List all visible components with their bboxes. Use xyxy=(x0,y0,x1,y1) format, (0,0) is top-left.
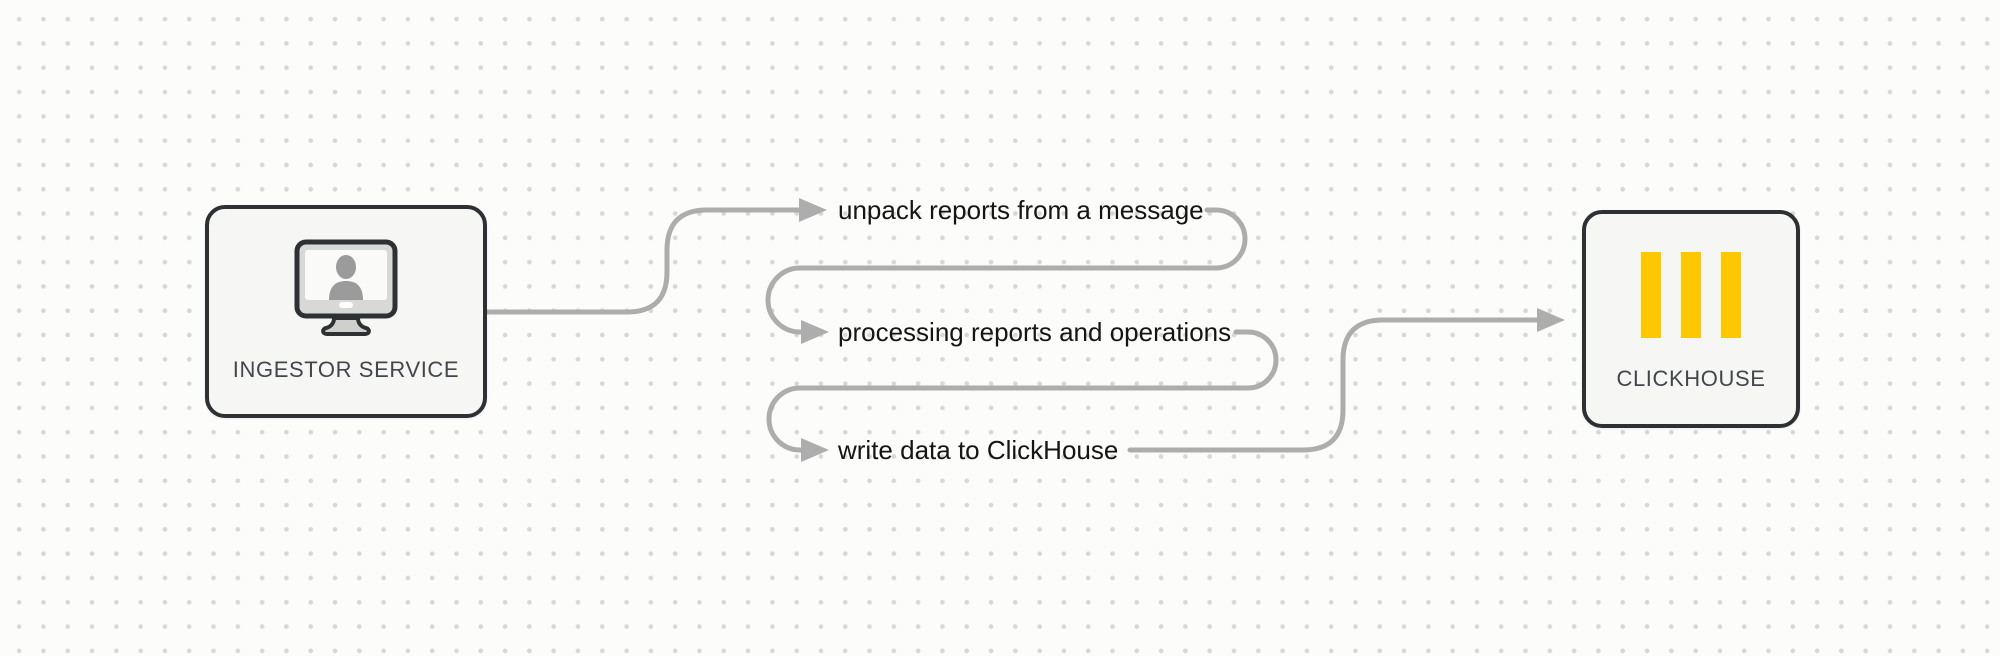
connector-ingestor-to-step1 xyxy=(484,207,802,315)
user-monitor-icon xyxy=(294,239,398,336)
step-label-processing-reports: processing reports and operations xyxy=(838,317,1232,347)
arrowhead-step2-icon xyxy=(801,320,829,344)
arrowhead-step1-icon xyxy=(799,198,827,222)
node-clickhouse: CLICKHOUSE xyxy=(1582,210,1800,428)
clickhouse-bars-icon xyxy=(1641,252,1741,338)
node-label-ingestor-service: INGESTOR SERVICE xyxy=(232,357,460,382)
node-ingestor-service: INGESTOR SERVICE xyxy=(205,205,487,418)
node-label-clickhouse: CLICKHOUSE xyxy=(1616,366,1766,391)
arrowhead-step3-icon xyxy=(801,438,829,462)
step-label-unpack-reports: unpack reports from a message xyxy=(838,195,1204,225)
arrowhead-clickhouse-icon xyxy=(1537,308,1565,332)
step-label-write-data: write data to ClickHouse xyxy=(838,435,1119,465)
